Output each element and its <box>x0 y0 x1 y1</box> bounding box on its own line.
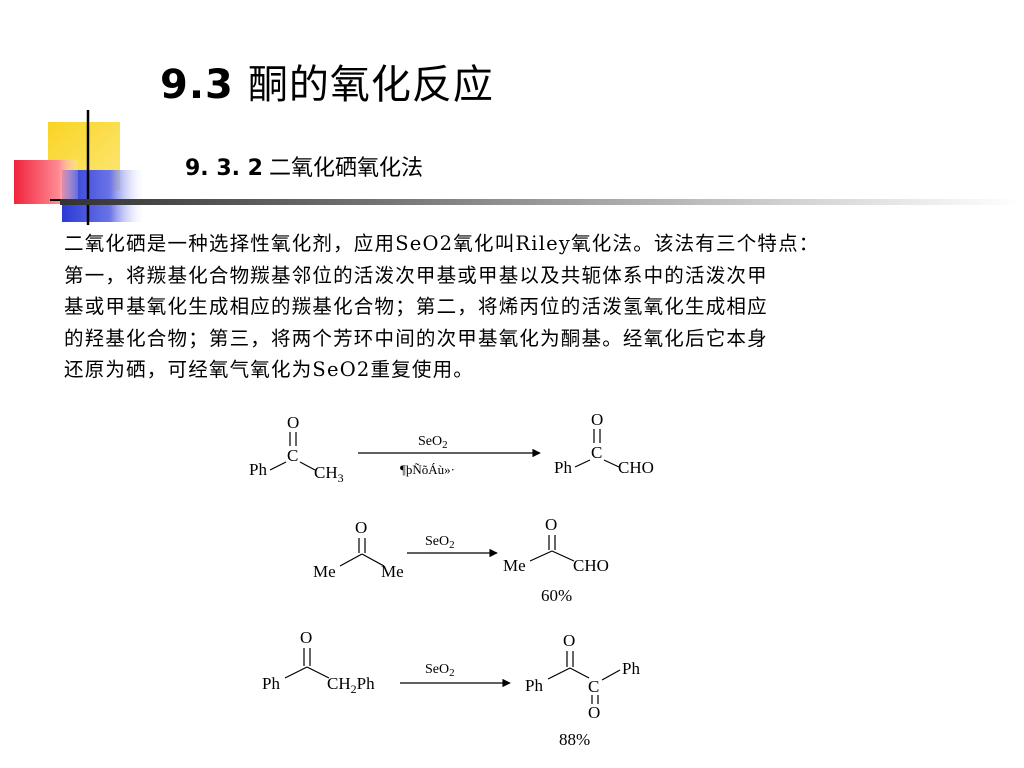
paragraph-line: 二氧化硒是一种选择性氧化剂，应用SeO2氧化叫Riley氧化法。该法有三个特点： <box>64 232 820 255</box>
r2-right-group: Me <box>381 562 404 581</box>
r2-left-group: Me <box>313 562 336 581</box>
slide-title: 9.3 酮的氧化反应 <box>160 52 494 110</box>
r3-right-group: CH2Ph <box>327 674 375 696</box>
paragraph-line: 第一，将羰基化合物羰基邻位的活泼次甲基或甲基以及共轭体系中的活泼次甲 <box>64 263 768 287</box>
r2-product-oxygen: O <box>545 515 557 534</box>
title-number: 9.3 <box>160 62 234 108</box>
r1-reagent: SeO2 <box>418 434 448 451</box>
r3-product-left: Ph <box>525 676 543 695</box>
r3-bond-left <box>284 666 308 679</box>
r1-product-bond-right <box>603 459 620 468</box>
r3-product-bond-right <box>601 669 621 681</box>
reaction-1: O C Ph CH3 SeO2 ¶þÑõÁù»· O C Ph CHO <box>249 410 654 485</box>
r3-oxygen: O <box>300 628 312 647</box>
title-text: 酮的氧化反应 <box>247 62 494 108</box>
r2-product-left: Me <box>503 556 526 575</box>
r2-bond-right <box>361 553 385 567</box>
r2-oxygen: O <box>355 518 367 537</box>
r2-reagent: SeO2 <box>425 534 455 551</box>
r1-product-left: Ph <box>554 458 572 477</box>
paragraph-line: 基或甲基氧化生成相应的羰基化合物；第二，将烯丙位的活泼氢氧化生成相应 <box>64 295 768 318</box>
r1-condition: ¶þÑõÁù»· <box>400 462 455 477</box>
r3-yield: 88% <box>559 730 590 749</box>
paragraph-line: 还原为硒，可经氧气氧化为SeO2重复使用。 <box>64 358 474 381</box>
r1-product-oxygen: O <box>591 410 603 429</box>
r1-bond-left <box>269 461 287 471</box>
r3-bond-right <box>306 666 330 679</box>
r3-product-bond-middle <box>569 667 590 679</box>
paragraph-line: 的羟基化合物；第三，将两个芳环中间的次甲基氧化为酮基。经氧化后它本身 <box>64 326 768 350</box>
r1-carbon: C <box>287 446 298 465</box>
r1-product-bond-left <box>574 459 591 468</box>
r2-product-bond-left <box>529 550 553 562</box>
r3-product-oxygen-bottom: O <box>588 703 600 722</box>
r3-left-group: Ph <box>262 674 280 693</box>
r1-bond-right <box>299 461 316 471</box>
r3-product-bond-left <box>547 667 571 680</box>
r3-product-carbon: C <box>588 677 599 696</box>
subtitle-number: 9. 3. 2 <box>185 156 263 181</box>
r1-right-group: CH3 <box>314 463 344 485</box>
r1-oxygen: O <box>287 413 299 432</box>
r2-product-right: CHO <box>573 556 609 575</box>
r2-yield: 60% <box>541 586 572 605</box>
r1-product-right: CHO <box>618 458 654 477</box>
r2-bond-left <box>339 553 363 567</box>
r1-product-carbon: C <box>591 443 602 462</box>
title-divider <box>60 199 1020 205</box>
r3-product-oxygen-top: O <box>563 631 575 650</box>
reaction-2: O Me Me SeO2 O Me CHO 60% <box>313 515 609 605</box>
r2-product-bond-right <box>551 550 575 562</box>
reaction-schemes: O C Ph CH3 SeO2 ¶þÑõÁù»· O C Ph CHO O Me… <box>249 410 654 749</box>
reaction-3: O Ph CH2Ph SeO2 O Ph C Ph O 88% <box>262 628 640 749</box>
description-paragraph: 二氧化硒是一种选择性氧化剂，应用SeO2氧化叫Riley氧化法。该法有三个特点：… <box>64 228 964 386</box>
deco-red-square <box>14 160 78 204</box>
subtitle-text: 二氧化硒氧化法 <box>268 156 423 181</box>
r3-reagent: SeO2 <box>425 662 455 679</box>
r3-product-right: Ph <box>622 659 640 678</box>
r1-left-group: Ph <box>249 460 267 479</box>
